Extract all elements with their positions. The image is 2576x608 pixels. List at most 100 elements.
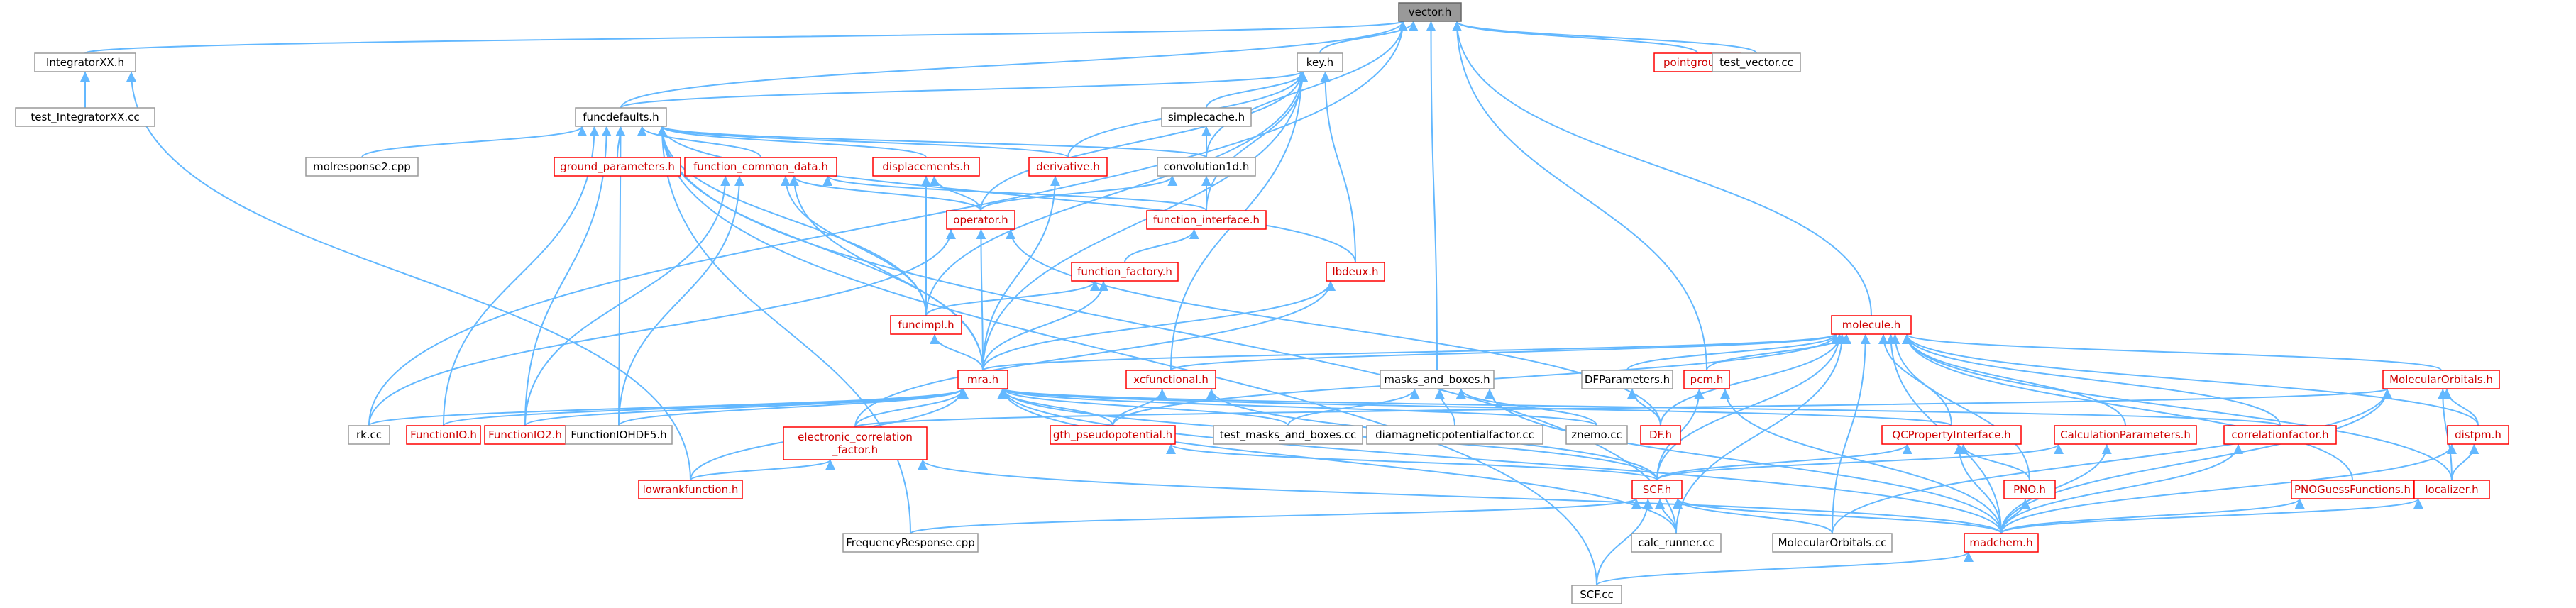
graph-node-xcfunctional-h[interactable]: xcfunctional.h xyxy=(1125,370,1216,389)
graph-node-dfparameters-h[interactable]: DFParameters.h xyxy=(1581,370,1673,389)
edge-key-h-to-mra-h xyxy=(982,71,1306,371)
graph-node-calculationparameters-h[interactable]: CalculationParameters.h xyxy=(2054,425,2197,445)
graph-node-mra-h[interactable]: mra.h xyxy=(957,370,1008,389)
edge-lbdeux-h-to-mra-h xyxy=(982,280,1336,371)
edge-molecularorbitals-h-to-madchem-h xyxy=(2000,388,2392,534)
graph-node-masks-and-boxes-h[interactable]: masks_and_boxes.h xyxy=(1380,370,1495,389)
edge-molecule-h-to-molecularorbitals-h xyxy=(1902,333,2442,371)
graph-node-function-interface-h[interactable]: function_interface.h xyxy=(1146,210,1267,230)
edge-pno-h-to-madchem-h xyxy=(2000,498,2030,534)
edge-masks-and-boxes-h-to-madchem-h xyxy=(1485,388,2002,534)
edge-electronic-correlation-factor-h-to-lowrankfunction-h xyxy=(690,459,836,481)
node-box xyxy=(2003,480,2056,499)
graph-node-localizer-h[interactable]: localizer.h xyxy=(2413,480,2490,499)
graph-node-df-h[interactable]: DF.h xyxy=(1640,425,1681,445)
graph-node-function-factory-h[interactable]: function_factory.h xyxy=(1071,262,1179,282)
graph-node-pnoguessfunctions-h[interactable]: PNOGuessFunctions.h xyxy=(2291,480,2414,499)
graph-node-operator-h[interactable]: operator.h xyxy=(946,210,1015,230)
graph-node-lowrankfunction-h[interactable]: lowrankfunction.h xyxy=(638,480,743,499)
graph-node-rk-cc[interactable]: rk.cc xyxy=(348,425,390,445)
node-label: vector.h xyxy=(1409,6,1451,18)
edge-mra-h-to-functionio-hdf5-h xyxy=(618,388,967,426)
node-box xyxy=(2382,370,2500,389)
edge-madchem-h-to-scf-cc xyxy=(1596,551,1974,586)
graph-node-electronic-correlation-factor-h[interactable]: electronic_correlation_factor.h xyxy=(783,426,928,460)
edge-molecule-h-to-calc-runner-cc xyxy=(1675,333,1847,534)
graph-node-znemo-cc[interactable]: znemo.cc xyxy=(1565,425,1628,445)
node-label: FunctionIO2.h xyxy=(488,429,562,441)
node-box xyxy=(1565,425,1628,445)
graph-node-molecule-h[interactable]: molecule.h xyxy=(1831,315,1912,335)
graph-node-key-h[interactable]: key.h xyxy=(1297,52,1343,72)
edge-funcdefaults-h-to-function-common-data-h xyxy=(637,126,761,158)
edge-pcm-h-to-madchem-h xyxy=(1720,388,2002,534)
graph-node-molecularorbitals-h[interactable]: MolecularOrbitals.h xyxy=(2382,370,2500,389)
graph-node-displacements-h[interactable]: displacements.h xyxy=(872,157,980,177)
graph-node-simplecache-h[interactable]: simplecache.h xyxy=(1161,107,1252,127)
graph-node-test-vector-cc[interactable]: test_vector.cc xyxy=(1712,52,1801,72)
node-box xyxy=(1380,370,1495,389)
edge-integratorxx-h-to-lowrankfunction-h xyxy=(126,71,691,481)
edge-function-common-data-h-to-operator-h xyxy=(788,175,981,211)
node-label: xcfunctional.h xyxy=(1133,373,1209,386)
graph-node-qcpropertyinterface-h[interactable]: QCPropertyInterface.h xyxy=(1881,425,2022,445)
graph-node-funcdefaults-h[interactable]: funcdefaults.h xyxy=(575,107,667,127)
graph-node-vector-h: vector.h xyxy=(1398,2,1462,22)
graph-node-test-masks-and-boxes-cc[interactable]: test_masks_and_boxes.cc xyxy=(1213,425,1363,445)
node-box xyxy=(842,533,979,553)
graph-node-derivative-h[interactable]: derivative.h xyxy=(1028,157,1108,177)
edge-vector-h-to-masks-and-boxes-h xyxy=(1426,21,1438,371)
node-label: SCF.h xyxy=(1643,483,1672,496)
edge-mra-h-to-functionio-h xyxy=(443,388,967,426)
node-box xyxy=(406,425,481,445)
node-box xyxy=(348,425,390,445)
node-box xyxy=(1326,262,1385,282)
graph-node-functionio-hdf5-h[interactable]: FunctionIOHDF5.h xyxy=(565,425,673,445)
graph-node-integratorxx-h[interactable]: IntegratorXX.h xyxy=(34,52,136,72)
graph-node-functionio-h[interactable]: FunctionIO.h xyxy=(406,425,481,445)
node-label: operator.h xyxy=(953,214,1008,226)
graph-node-molecularorbitals-cc[interactable]: MolecularOrbitals.cc xyxy=(1772,533,1893,553)
node-label: ground_parameters.h xyxy=(560,160,675,174)
edge-operator-h-to-mra-h xyxy=(976,228,986,371)
graph-node-distpm-h[interactable]: distpm.h xyxy=(2447,425,2509,445)
node-box xyxy=(1050,425,1176,445)
node-box xyxy=(1640,425,1681,445)
edge-function-common-data-h-to-mra-h xyxy=(788,175,984,371)
edge-molecule-h-to-distpm-h xyxy=(1902,333,2479,426)
graph-node-pcm-h[interactable]: pcm.h xyxy=(1683,370,1730,389)
graph-node-convolution1d-h[interactable]: convolution1d.h xyxy=(1157,157,1256,177)
graph-node-pno-h[interactable]: PNO.h xyxy=(2003,480,2056,499)
node-box xyxy=(575,107,667,127)
node-label: derivative.h xyxy=(1036,160,1100,173)
graph-node-molresponse2-cpp[interactable]: molresponse2.cpp xyxy=(305,157,419,177)
node-label: funcimpl.h xyxy=(898,319,954,331)
graph-node-scf-cc[interactable]: SCF.cc xyxy=(1571,585,1622,604)
graph-node-function-common-data-h[interactable]: function_common_data.h xyxy=(684,157,837,177)
graph-node-calc-runner-cc[interactable]: calc_runner.cc xyxy=(1631,533,1722,553)
node-label: molecule.h xyxy=(1842,319,1901,331)
graph-node-gth-pseudopotential-h[interactable]: gth_pseudopotential.h xyxy=(1050,425,1176,445)
graph-node-frequencyresponse-cpp[interactable]: FrequencyResponse.cpp xyxy=(842,533,979,553)
graph-node-test-integratorxx-cc[interactable]: test_IntegratorXX.cc xyxy=(15,107,155,127)
graph-node-lbdeux-h[interactable]: lbdeux.h xyxy=(1326,262,1385,282)
graph-node-diamagneticpotentialfactor-cc[interactable]: diamagneticpotentialfactor.cc xyxy=(1366,425,1543,445)
graph-node-funcimpl-h[interactable]: funcimpl.h xyxy=(890,315,962,335)
edge-pnoguessfunctions-h-to-madchem-h xyxy=(2000,498,2305,534)
node-box xyxy=(1631,533,1722,553)
graph-node-functionio2-h[interactable]: FunctionIO2.h xyxy=(484,425,566,445)
node-box xyxy=(1881,425,2022,445)
edge-funcdefaults-h-to-displacements-h xyxy=(657,126,927,158)
node-label: funcdefaults.h xyxy=(583,111,659,123)
graph-node-scf-h[interactable]: SCF.h xyxy=(1631,480,1683,499)
graph-node-madchem-h[interactable]: madchem.h xyxy=(1964,533,2039,553)
node-label: lbdeux.h xyxy=(1332,265,1378,278)
edge-molecule-h-to-pno-h xyxy=(1890,333,2030,481)
graph-node-correlationfactor-h[interactable]: correlationfactor.h xyxy=(2223,425,2337,445)
graph-node-ground-parameters-h[interactable]: ground_parameters.h xyxy=(554,157,681,177)
node-label: function_factory.h xyxy=(1077,265,1172,279)
node-label: IntegratorXX.h xyxy=(46,56,124,69)
edge-electronic-correlation-factor-h-to-madchem-h xyxy=(918,459,2002,534)
edge-calculationparameters-h-to-scf-h xyxy=(1656,443,2064,481)
